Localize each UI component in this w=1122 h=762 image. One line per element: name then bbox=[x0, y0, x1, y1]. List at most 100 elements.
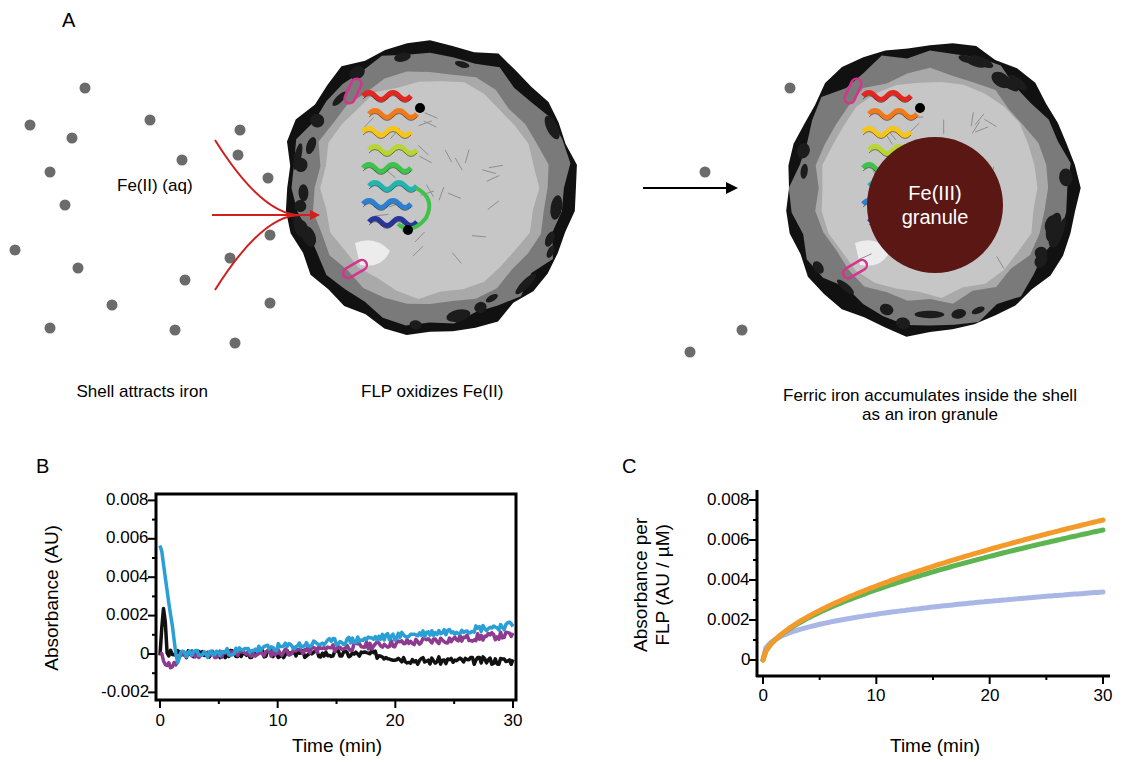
iron-dot bbox=[45, 167, 56, 178]
tick-label: 10 bbox=[269, 711, 288, 731]
tick bbox=[749, 539, 757, 541]
shell-texture bbox=[542, 114, 563, 142]
iron-site bbox=[915, 103, 925, 113]
tick bbox=[749, 579, 757, 581]
tick bbox=[753, 519, 757, 521]
iron-dot bbox=[785, 83, 796, 94]
shell-texture bbox=[988, 68, 1013, 91]
shell-texture bbox=[413, 246, 423, 256]
shell-texture bbox=[859, 254, 872, 260]
tick-label: 0.008 bbox=[106, 490, 149, 510]
tick-label: 0.004 bbox=[707, 570, 750, 590]
data-series bbox=[763, 520, 1103, 660]
shell-texture bbox=[513, 271, 539, 297]
iron-dot bbox=[265, 298, 276, 309]
shell-texture bbox=[543, 230, 557, 248]
tick bbox=[875, 676, 877, 684]
data-line bbox=[160, 632, 513, 668]
shell-texture bbox=[487, 175, 500, 181]
axis-line bbox=[756, 490, 759, 677]
flp-ribbon bbox=[369, 111, 417, 118]
shell-texture bbox=[484, 292, 499, 304]
shell-texture bbox=[298, 184, 309, 201]
flp-ribbon bbox=[863, 132, 911, 139]
shell-texture bbox=[473, 300, 489, 315]
shell-texture bbox=[439, 187, 444, 200]
flp-ribbon bbox=[363, 168, 411, 175]
flp-ribbon bbox=[863, 93, 911, 100]
tick-label: 0 bbox=[741, 650, 750, 670]
shell-outer bbox=[286, 40, 577, 335]
flp-ribbon bbox=[363, 96, 411, 103]
data-line bbox=[763, 530, 1103, 660]
iron-dot bbox=[170, 325, 181, 336]
data-line bbox=[763, 592, 1103, 660]
membrane-anchor bbox=[341, 258, 369, 280]
shell-interior bbox=[822, 82, 1038, 298]
shell-layer bbox=[789, 51, 1071, 326]
tick bbox=[159, 700, 161, 708]
shell-texture bbox=[835, 277, 856, 296]
shell-texture bbox=[915, 311, 945, 318]
tick-label: 0.006 bbox=[707, 530, 750, 550]
iron-dot bbox=[60, 200, 71, 211]
shell-texture bbox=[1032, 244, 1049, 261]
tick-label: 30 bbox=[1094, 686, 1113, 706]
shell-texture bbox=[452, 253, 461, 264]
shell-texture bbox=[800, 163, 809, 179]
tick-label: 20 bbox=[386, 711, 405, 731]
granule-label: Fe(III) granule bbox=[885, 181, 985, 229]
tick-label: 0.002 bbox=[106, 605, 149, 625]
flp-ribbon bbox=[363, 132, 411, 139]
iron-dot bbox=[145, 115, 156, 126]
flp-ribbon bbox=[369, 150, 417, 157]
tick bbox=[336, 700, 338, 704]
data-line bbox=[160, 546, 513, 663]
tick bbox=[512, 700, 514, 708]
iron-dot bbox=[25, 120, 36, 131]
granule-shape bbox=[867, 137, 1003, 273]
tick bbox=[753, 599, 757, 601]
shell-texture bbox=[482, 170, 495, 174]
iron-dot bbox=[67, 133, 78, 144]
shell-texture bbox=[971, 305, 986, 316]
axis-title: Absorbance (AU) bbox=[41, 525, 63, 671]
shell-texture bbox=[308, 111, 327, 130]
tick-label: 0 bbox=[156, 711, 165, 731]
tick bbox=[989, 676, 991, 684]
shell-texture bbox=[489, 165, 503, 167]
shell-texture bbox=[1058, 168, 1073, 187]
tick bbox=[218, 700, 220, 704]
caption: Ferric iron accumulates inside the shell… bbox=[780, 386, 1080, 425]
shell-texture bbox=[293, 157, 308, 173]
shell-texture bbox=[419, 156, 431, 163]
flp-ribbon bbox=[363, 165, 411, 172]
shell-texture bbox=[795, 142, 812, 160]
shell-texture bbox=[972, 122, 979, 134]
tick bbox=[394, 700, 396, 708]
shell-texture bbox=[943, 120, 944, 134]
caption: FLP oxidizes Fe(II) bbox=[361, 382, 503, 402]
shell-texture bbox=[454, 60, 470, 70]
tick-label: -0.002 bbox=[101, 682, 149, 702]
granule-circle: Fe(III) granule bbox=[867, 137, 1003, 273]
flp-ribbon bbox=[369, 219, 417, 226]
axis-title: Time (min) bbox=[890, 735, 980, 757]
panel-letter: B bbox=[36, 455, 49, 478]
iron-dot bbox=[180, 275, 191, 286]
tick bbox=[148, 615, 156, 617]
tick-label: 0.008 bbox=[707, 490, 750, 510]
flp-ribbon bbox=[363, 204, 411, 211]
iron-dot bbox=[737, 325, 748, 336]
caption: Shell attracts iron bbox=[77, 382, 208, 402]
tick bbox=[1102, 676, 1104, 684]
panel-letter: C bbox=[622, 455, 636, 478]
tick bbox=[749, 619, 757, 621]
tick bbox=[762, 676, 764, 684]
shell-texture bbox=[364, 117, 374, 127]
flp-ribbon bbox=[869, 111, 917, 118]
tick bbox=[453, 700, 455, 704]
shell-texture bbox=[415, 232, 425, 242]
shell-texture bbox=[425, 113, 438, 118]
